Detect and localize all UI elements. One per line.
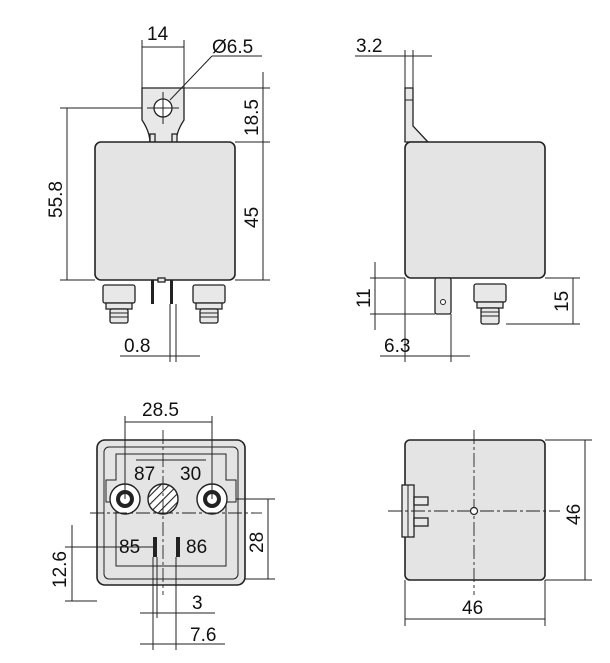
- dim-pin-spacing: 3: [192, 593, 203, 614]
- dim-tab-thickness: 3.2: [356, 36, 382, 57]
- dim-top-width: 46: [462, 598, 483, 619]
- relay-body-front: [94, 141, 236, 281]
- dim-tab-height: 18.5: [242, 99, 263, 136]
- side-flat-pin: [434, 277, 452, 315]
- dim-hole-diameter: Ø6.5: [212, 37, 253, 58]
- dim-body-height: 45: [242, 207, 263, 228]
- coil-pin-86: [176, 537, 180, 557]
- coil-pin-85: [153, 537, 157, 557]
- relay-body-side: [404, 141, 546, 279]
- terminal-label-87: 87: [134, 464, 155, 485]
- flat-pin-right: [170, 280, 173, 304]
- terminal-label-86: 86: [186, 537, 207, 558]
- dim-pin-offset-height: 12.6: [50, 551, 71, 588]
- dim-pin-offset: 6.3: [384, 336, 410, 357]
- dim-pin-center-spacing: 7.6: [190, 625, 216, 646]
- side-view: 3.2 11 15 6.3: [354, 36, 580, 362]
- dim-pin-length: 11: [354, 288, 375, 308]
- terminal-label-30: 30: [180, 464, 201, 485]
- side-tab: [404, 87, 430, 143]
- dim-pin-thickness: 0.8: [124, 336, 150, 357]
- dim-tab-width: 14: [147, 24, 169, 45]
- top-view: 46 46: [388, 430, 592, 626]
- front-view: 14 Ø6.5 18.5 45 55.8 0.8: [46, 24, 270, 362]
- dim-overall-height: 55.8: [46, 181, 67, 218]
- dim-top-height: 46: [564, 504, 585, 525]
- bottom-view: 87 30 85 86 28.5 28 12.6 3 7.6: [50, 400, 275, 650]
- stud-terminal-left: [102, 284, 136, 324]
- stud-terminal-right: [192, 284, 226, 324]
- dim-pin-row-height: 28: [247, 532, 268, 553]
- dim-stud-length: 15: [552, 291, 573, 312]
- dim-stud-spacing: 28.5: [142, 400, 179, 421]
- flat-pin-left: [151, 280, 154, 304]
- side-stud-terminal: [473, 283, 507, 325]
